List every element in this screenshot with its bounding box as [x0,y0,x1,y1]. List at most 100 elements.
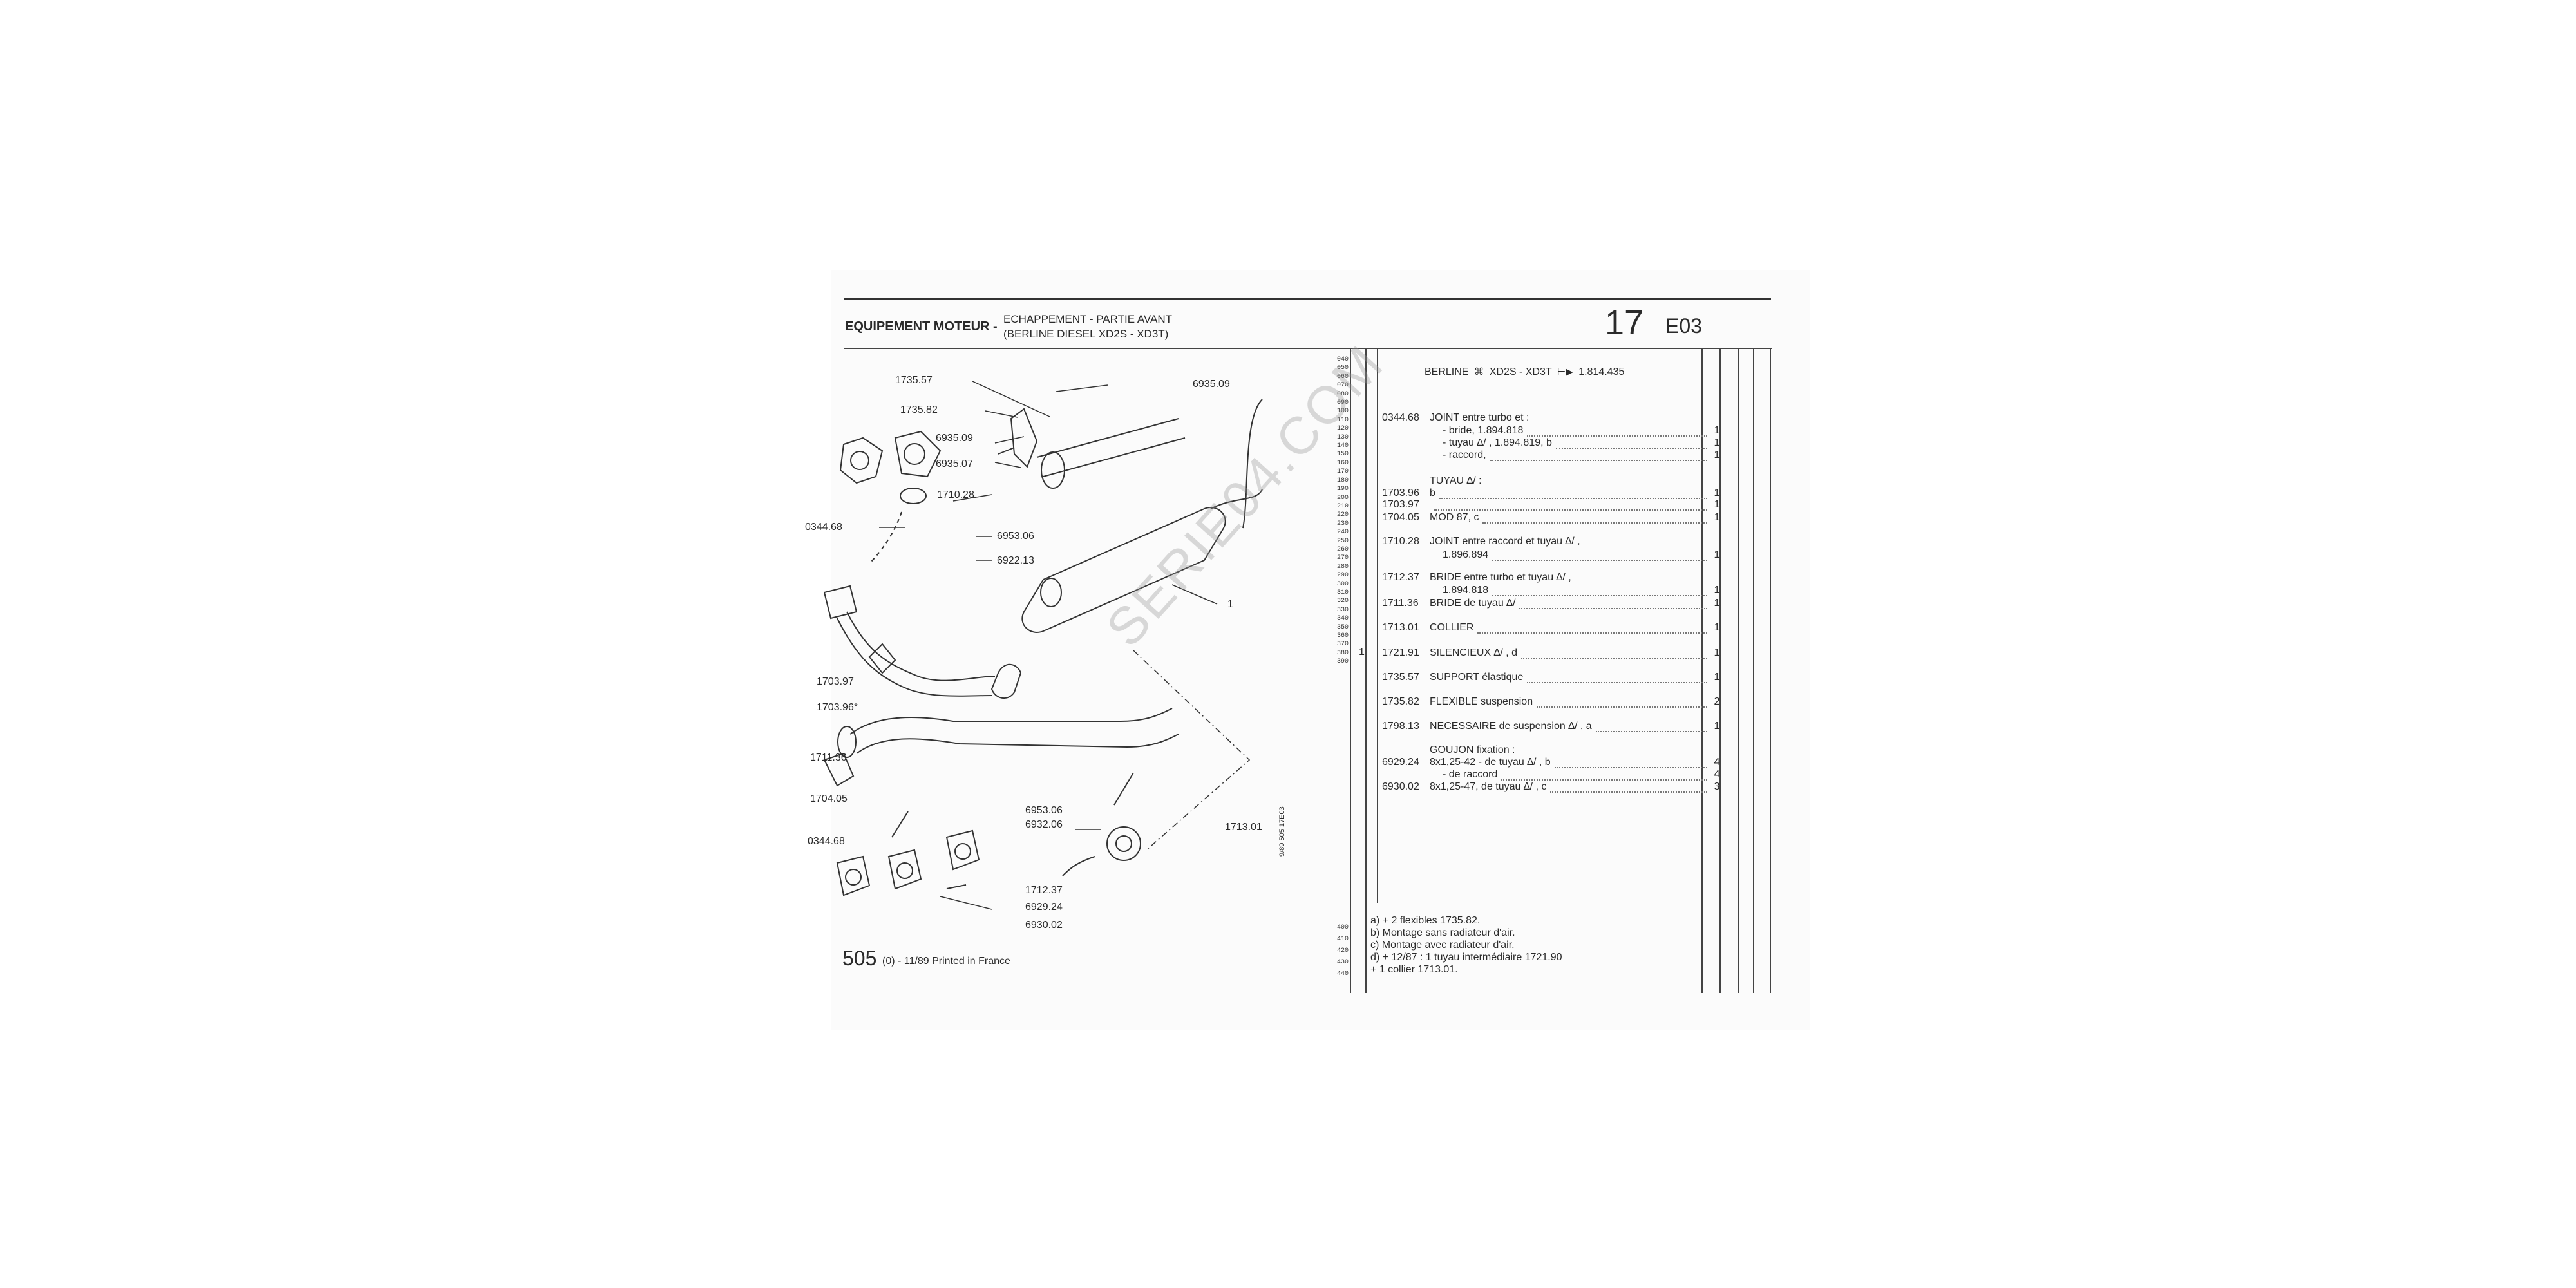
diagram-label-0344-68-top: 0344.68 [805,522,842,533]
diagram-label-1710-28: 1710.28 [937,489,974,500]
part-description: 8x1,25-47, de tuyau ∆/ , c [1430,781,1547,792]
leader-dots [1492,549,1707,561]
line-number: 430 [1336,959,1349,966]
line-number: 400 [1336,924,1349,931]
leader-dots [1439,488,1707,499]
part-quantity: 2 [1714,696,1720,707]
part-ref: 1704.05 [1382,512,1419,523]
leader-dots [1596,721,1707,732]
leader-dots [1492,585,1707,596]
part-ref: 1721.91 [1382,647,1419,658]
page-code: E03 [1665,314,1702,337]
col-divider-ref [1377,349,1378,903]
part-quantity: 1 [1714,598,1720,609]
part-quantity: 1 [1714,425,1720,436]
line-number: 270 [1336,554,1349,562]
col-divider-lines [1350,349,1351,993]
line-number: 140 [1336,442,1349,450]
part-ref: 1713.01 [1382,622,1419,633]
line-number: 200 [1336,494,1349,502]
line-number: 300 [1336,580,1349,588]
col-divider-qty [1701,349,1703,993]
part-quantity: 1 [1714,450,1720,460]
leader-dots [1490,450,1707,461]
leader-dots [1434,499,1707,511]
line-number: 100 [1336,408,1349,415]
leader-dots [1556,437,1707,449]
part-description: SILENCIEUX ∆/ , d [1430,647,1518,658]
part-row: TUYAU ∆/ : [1382,475,1482,487]
page-number: 17 [1605,303,1644,342]
part-ref: 1798.13 [1382,721,1419,732]
diagram-label-0344-68-bottom: 0344.68 [808,836,845,847]
line-number: 390 [1336,658,1349,666]
line-number: 150 [1336,451,1349,459]
part-description: - de raccord [1443,769,1498,780]
part-row: GOUJON fixation : [1382,744,1515,756]
from-serial-arrow-icon: ⊢▶ [1554,366,1576,377]
leader-dots [1527,672,1707,683]
line-number: 240 [1336,529,1349,536]
line-number: 170 [1336,468,1349,476]
footnote: a) + 2 flexibles 1735.82. [1370,915,1481,926]
line-number: 160 [1336,459,1349,467]
diagram-label-1735-57: 1735.57 [895,375,933,386]
part-ref: 1703.96 [1382,488,1419,498]
exhaust-exploded-diagram [823,381,1263,910]
part-quantity: 1 [1714,622,1720,633]
header-subtitle-2: (BERLINE DIESEL XD2S - XD3T) [1003,328,1169,340]
part-row: 1703.96 b 1 [1382,488,1719,499]
line-number: 310 [1336,589,1349,596]
part-quantity: 1 [1714,721,1720,732]
part-quantity: 1 [1714,499,1720,510]
footer-text: (0) - 11/89 Printed in France [882,956,1010,967]
diagram-label-6922-13: 6922.13 [997,555,1034,566]
part-description: NECESSAIRE de suspension ∆/ , a [1430,721,1592,732]
line-number: 260 [1336,545,1349,553]
header-rule [844,298,1771,300]
part-quantity: 4 [1714,757,1720,768]
part-description: - bride, 1.894.818 [1443,425,1524,436]
line-number: 060 [1336,373,1349,381]
model-from-serial: 1.814.435 [1578,366,1625,377]
part-quantity: 1 [1714,488,1720,498]
leader-dots [1527,425,1707,437]
engine-icon: ⌘ [1471,366,1487,377]
line-number: 070 [1336,382,1349,390]
model-engines: XD2S - XD3T [1489,366,1552,377]
part-row: 1703.97 1 [1382,499,1719,511]
silencieux-marker: 1 [1359,647,1365,658]
clamp-drawing [1062,826,1141,876]
line-number: 130 [1336,433,1349,441]
col-divider-c [1753,349,1754,993]
part-ref: 1703.97 [1382,499,1419,510]
rear-pipe-drawing [998,408,1186,489]
part-description: MOD 87, c [1430,512,1479,523]
line-number: 350 [1336,623,1349,631]
line-number: 210 [1336,502,1349,510]
leader-dots [1537,696,1707,708]
part-quantity: 1 [1714,512,1720,523]
part-quantity: 1 [1714,437,1720,448]
part-ref: 0344.68 [1382,412,1419,423]
part-description: 1.894.818 [1443,585,1489,596]
part-description: BRIDE de tuyau ∆/ [1430,598,1516,609]
footnote: b) Montage sans radiateur d'air. [1370,927,1515,938]
part-description: b [1430,488,1435,498]
part-ref: 1711.36 [1382,598,1419,609]
leader-dots [1521,647,1707,659]
part-description: - raccord, [1443,450,1486,460]
leader-dots [1555,757,1707,768]
part-row: - raccord, 1 [1382,450,1719,461]
part-quantity: 4 [1714,769,1720,780]
col-divider-marker [1365,349,1367,993]
